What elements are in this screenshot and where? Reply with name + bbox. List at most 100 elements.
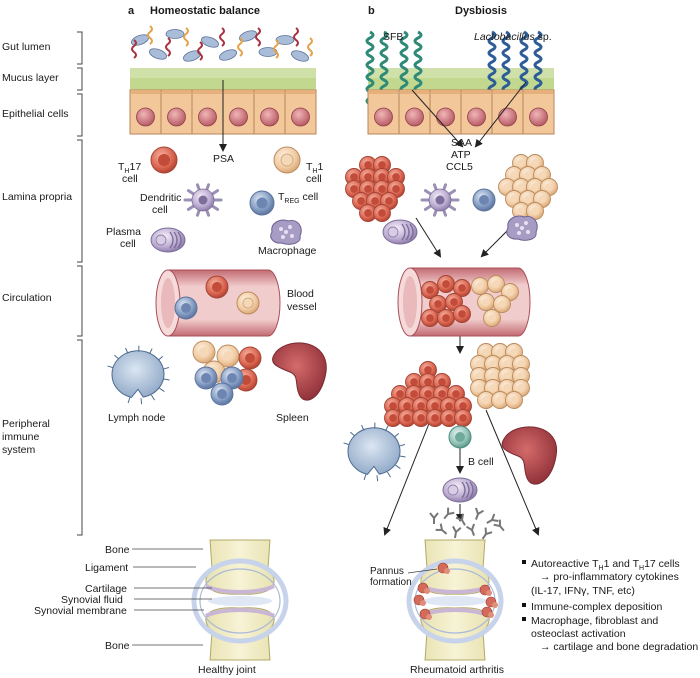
spiral-bacterium — [183, 27, 189, 47]
ra-joint — [406, 539, 504, 661]
antibody — [452, 525, 462, 539]
spiral-bacterium — [197, 41, 203, 61]
label-peripheral-2: immune — [2, 431, 40, 443]
commensal-bacteria-a — [131, 25, 313, 62]
rod-bacterium — [219, 49, 237, 61]
th17-cell-a — [150, 146, 178, 174]
joint-bone-bottom: Bone — [105, 640, 130, 652]
spiral-bacterium — [255, 27, 261, 47]
spiral-bacterium — [293, 27, 299, 47]
bracket-epithelial — [77, 93, 83, 137]
lymph-node-body — [111, 350, 165, 398]
antibody — [475, 507, 484, 520]
bullet-2 — [522, 603, 526, 607]
joint-b-labels: Pannus formation Rheumatoid arthritis — [370, 566, 504, 676]
panel-b-gut — [365, 30, 555, 135]
nucleus — [529, 107, 548, 127]
note-3-line1: Macrophage, fibroblast and — [531, 615, 658, 627]
vessel-cells-b — [421, 275, 519, 327]
th17-cell-word: cell — [122, 173, 138, 185]
bracket-mucus — [77, 67, 83, 91]
th1-cell-a — [273, 146, 301, 174]
th17-cluster-peripheral-b — [384, 361, 472, 427]
spleen-a — [272, 342, 327, 401]
joint-ligament: Ligament — [85, 562, 128, 574]
antibody — [435, 523, 448, 535]
nucleus — [229, 107, 248, 127]
section-labels: Gut lumen Mucus layer Epithelial cells L… — [2, 41, 72, 456]
spiral-bacterium — [219, 27, 225, 47]
lymph-node-label: Lymph node — [108, 412, 166, 424]
joint-synovial-fluid: Synovial fluid — [61, 594, 123, 606]
spiral-bacterium — [307, 37, 313, 57]
spiral-bacterium — [147, 25, 153, 45]
note-3-line3: → cartilage and bone degradation — [540, 641, 698, 653]
lymph-node-a — [107, 345, 170, 405]
note-1-line2: → pro-inflammatory cytokines — [540, 571, 679, 583]
th1-label: TH1 — [306, 161, 323, 175]
b-cell-label: B cell — [468, 456, 494, 468]
note-1-line1: Autoreactive TH1 and TH17 cells — [531, 558, 680, 572]
spleen-label: Spleen — [276, 412, 309, 424]
plasma-body — [150, 227, 186, 253]
rod-bacterium — [201, 36, 219, 48]
plasma-cell-b — [382, 219, 418, 245]
synovial-fluid — [208, 596, 272, 606]
antibody — [455, 513, 466, 526]
healthy-joint-caption: Healthy joint — [198, 664, 256, 676]
healthy-joint — [191, 539, 289, 661]
plasma-body — [442, 477, 478, 503]
joint-cartilage: Cartilage — [85, 583, 127, 595]
spiral-bacterium — [165, 37, 171, 57]
pannus-label-2: formation — [370, 577, 412, 588]
antibody — [493, 519, 505, 532]
spiral-bacterium — [131, 39, 137, 59]
cell-cluster-a — [192, 340, 262, 406]
atp-label: ATP — [451, 149, 471, 161]
psa-label: PSA — [213, 153, 234, 165]
bracket-lamina — [77, 139, 83, 263]
plasma-label-2: cell — [120, 238, 136, 250]
saa-label: SAA — [451, 137, 472, 149]
ra-joint-caption: Rheumatoid arthritis — [410, 664, 504, 676]
vessel-cells-a — [174, 275, 260, 320]
lymph-node-body — [347, 427, 401, 475]
dendritic-label-2: cell — [152, 204, 168, 216]
rod-bacterium — [131, 34, 149, 46]
th1-cluster-peripheral-b — [470, 343, 530, 409]
joint-synovial-membrane: Synovial membrane — [34, 605, 127, 617]
note-2: Immune-complex deposition — [531, 601, 662, 613]
antibody — [429, 512, 439, 524]
blood-vessel-label-2: vessel — [287, 301, 317, 313]
blood-vessel-a — [155, 269, 281, 337]
bracket-gut-lumen — [77, 31, 83, 65]
joint-a-labels: Bone Ligament Cartilage Synovial fluid S… — [34, 544, 256, 676]
macrophage-a — [270, 219, 302, 245]
nucleus — [436, 107, 455, 127]
label-mucus-layer: Mucus layer — [2, 72, 59, 84]
ccl5-label: CCL5 — [446, 161, 473, 173]
panel-a-letter: a — [128, 5, 135, 17]
panel-b-title: Dysbiosis — [455, 5, 507, 17]
nucleus — [405, 107, 424, 127]
antibody — [481, 527, 493, 540]
lactobacillus-label: Lactobacillus sp. — [474, 31, 552, 43]
label-peripheral-1: Peripheral — [2, 418, 50, 430]
antibody — [486, 513, 499, 524]
th17-cluster-lamina-b — [345, 156, 405, 222]
nucleus — [498, 107, 517, 127]
rod-bacterium — [183, 50, 201, 62]
b-cell — [448, 425, 472, 449]
nucleus — [467, 107, 486, 127]
panel-b-letter: b — [368, 5, 375, 17]
note-3-line2: osteoclast activation — [531, 628, 626, 640]
synovial-membrane — [199, 568, 281, 634]
spiral-bacterium — [273, 39, 279, 59]
notes: Autoreactive TH1 and TH17 cells → pro-in… — [522, 558, 698, 653]
panel-a-title: Homeostatic balance — [150, 5, 260, 17]
sfb-label: SFB — [383, 31, 403, 43]
dendritic-label-1: Dendritic — [140, 192, 181, 204]
th17-label: TH17 — [118, 161, 141, 175]
plasma-body — [382, 219, 418, 245]
